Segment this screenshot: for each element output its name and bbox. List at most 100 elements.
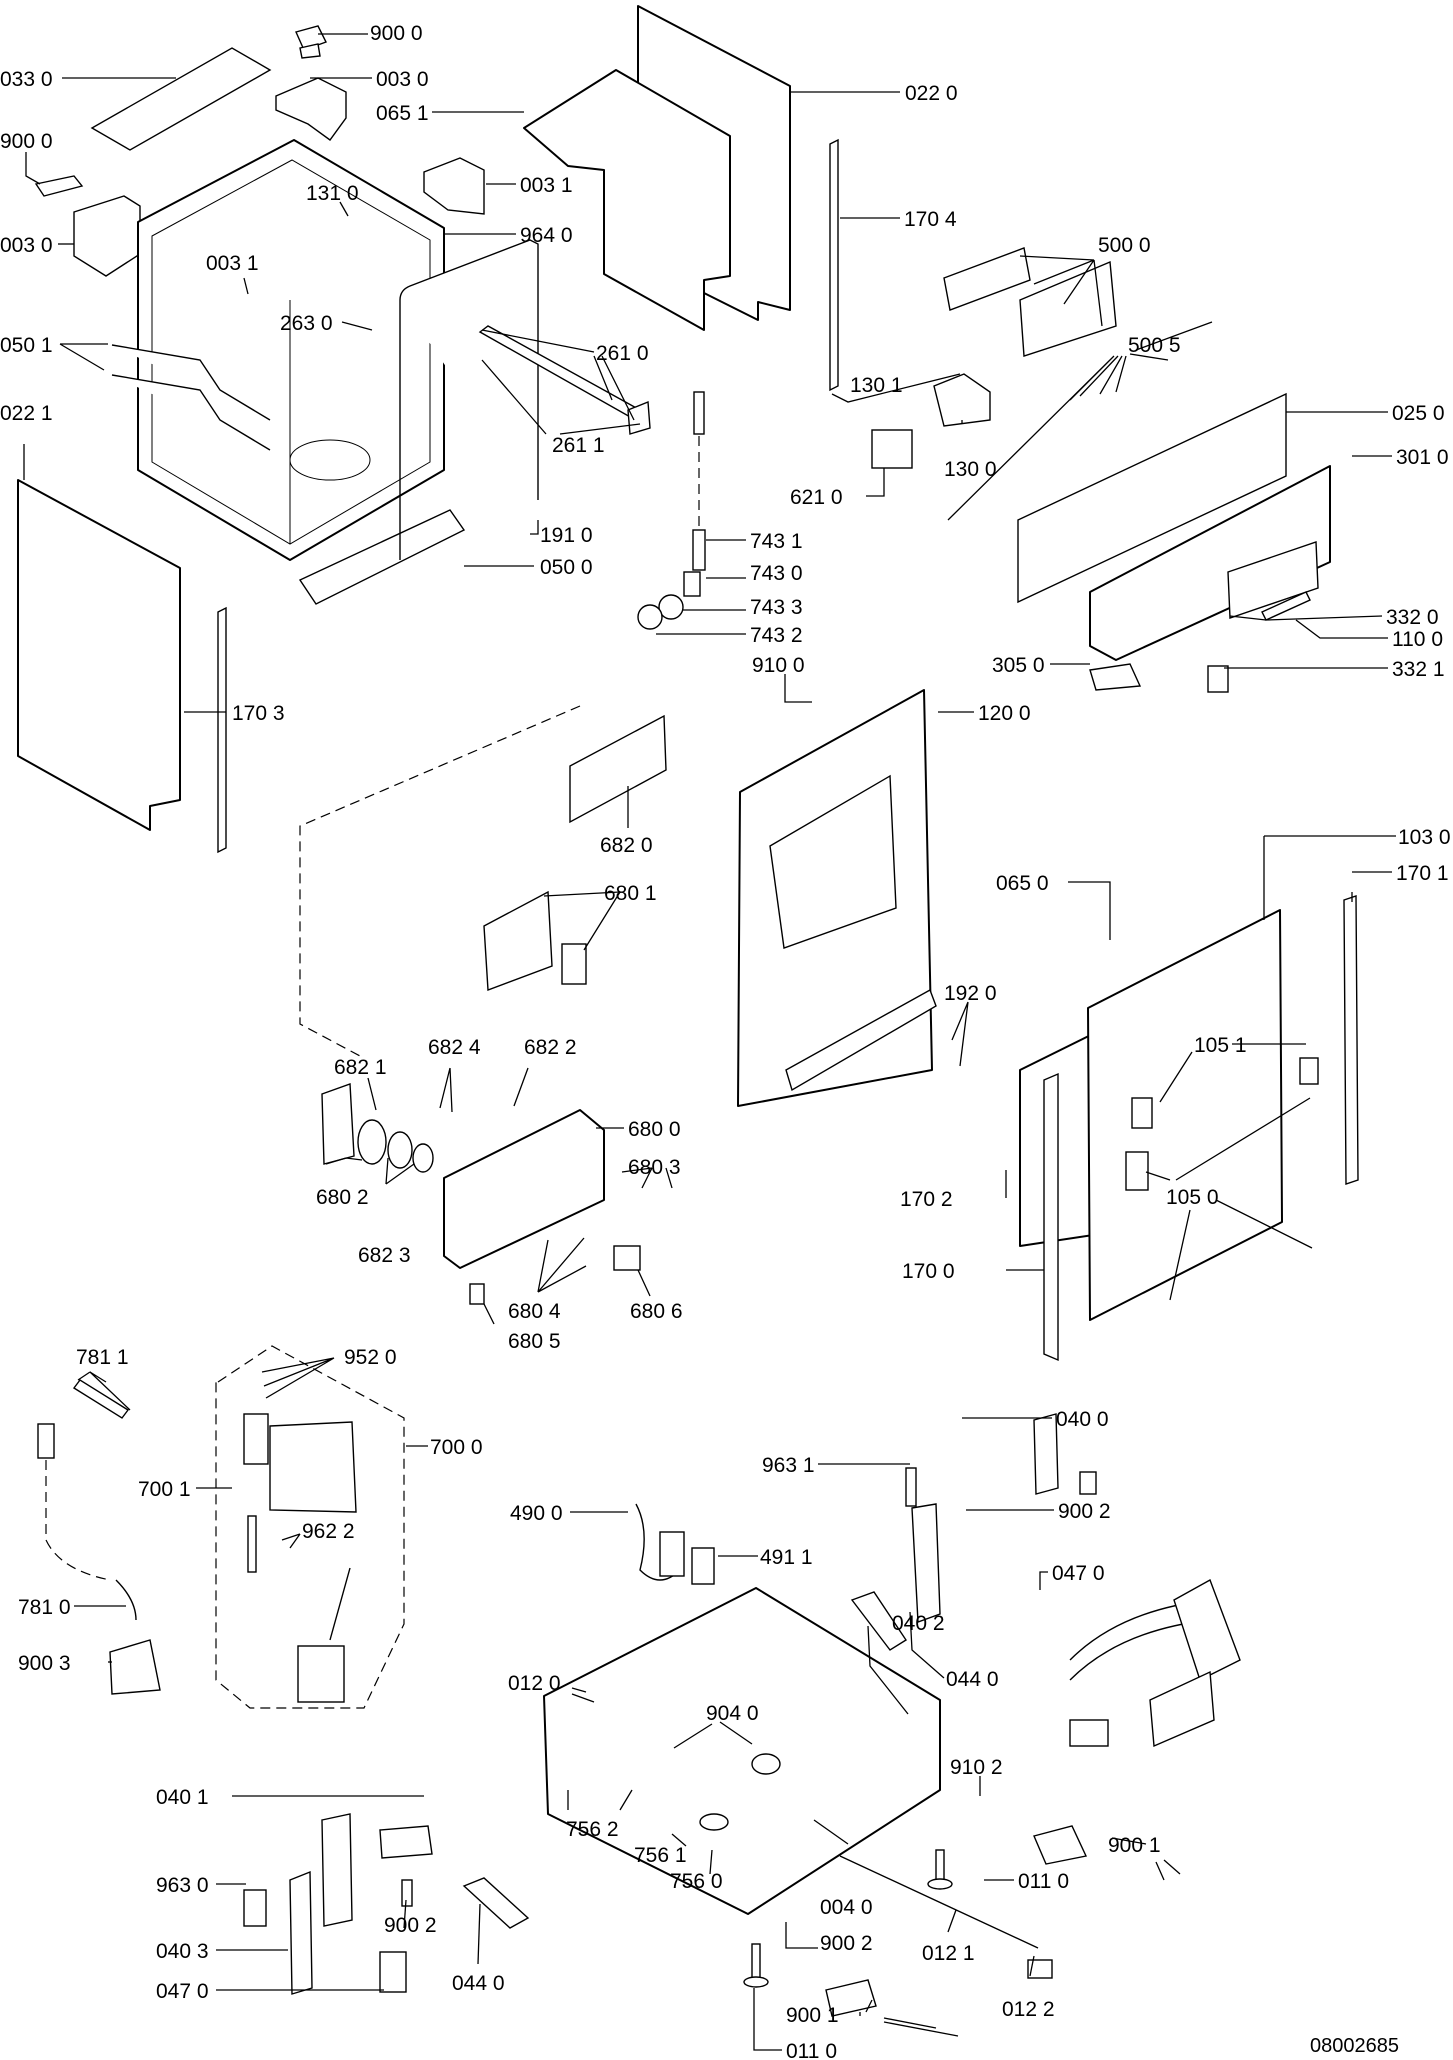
part-label: 263 0 xyxy=(280,312,333,335)
drain-hose xyxy=(37,1379,137,1621)
part-label: 500 0 xyxy=(1098,234,1151,257)
part-label: 305 0 xyxy=(992,654,1045,677)
drain-pump xyxy=(243,1413,357,1703)
part-label: 332 0 xyxy=(1386,606,1439,629)
part-label: 900 0 xyxy=(0,130,53,153)
part-label: 040 1 xyxy=(156,1786,209,1809)
control-panel-frame xyxy=(1017,392,1287,604)
part-label: 332 1 xyxy=(1392,658,1445,681)
tub-body xyxy=(137,139,445,561)
part-label: 192 0 xyxy=(944,982,997,1005)
part-label: 003 1 xyxy=(206,252,259,275)
part-label: 170 4 xyxy=(904,208,957,231)
part-label: 682 0 xyxy=(600,834,653,857)
leader-lines xyxy=(23,33,1396,2051)
part-label: 012 0 xyxy=(508,1672,561,1695)
part-label: 952 0 xyxy=(344,1346,397,1369)
part-label: 120 0 xyxy=(978,702,1031,725)
part-label: 170 3 xyxy=(232,702,285,725)
part-label: 680 3 xyxy=(628,1156,681,1179)
part-label: 962 2 xyxy=(302,1520,355,1543)
door-trim-right xyxy=(1343,895,1359,1185)
part-label: 756 1 xyxy=(634,1844,687,1867)
part-label: 680 6 xyxy=(630,1300,683,1323)
dispenser-frame xyxy=(569,714,667,824)
part-label: 022 1 xyxy=(0,402,53,425)
part-label: 743 3 xyxy=(750,596,803,619)
spring-tensioner-left xyxy=(379,1951,407,1993)
button-set xyxy=(1227,541,1319,619)
trim-strip-left xyxy=(217,606,227,854)
part-label: 003 0 xyxy=(0,234,53,257)
trim-strip-right xyxy=(829,138,839,392)
base-frame xyxy=(543,1587,941,1915)
part-label: 065 1 xyxy=(376,102,429,125)
leveling-rod xyxy=(839,1855,1053,1979)
part-label: 130 1 xyxy=(850,374,903,397)
dispenser-body xyxy=(321,1083,641,1305)
door-spring-bracket-left xyxy=(243,1813,433,1995)
part-label: 044 0 xyxy=(452,1972,505,1995)
part-label: 682 1 xyxy=(334,1056,387,1079)
control-panel-fascia xyxy=(1089,465,1331,661)
part-labels: 900 0 033 0 003 0 065 1 022 0 900 0 131 … xyxy=(0,22,1451,2060)
control-module xyxy=(943,247,1117,357)
part-label: 900 1 xyxy=(786,2004,839,2027)
door-trim-left xyxy=(1043,1072,1059,1362)
panel-feet xyxy=(1089,663,1142,691)
part-label: 044 0 xyxy=(946,1668,999,1691)
part-label: 065 0 xyxy=(996,872,1049,895)
part-label: 012 2 xyxy=(1002,1998,1055,2021)
part-label: 022 0 xyxy=(905,82,958,105)
part-label: 003 1 xyxy=(520,174,573,197)
part-label: 781 0 xyxy=(18,1596,71,1619)
part-label: 011 0 xyxy=(786,2040,837,2060)
part-label: 301 0 xyxy=(1396,446,1449,469)
part-label: 900 1 xyxy=(1108,1834,1161,1857)
part-label: 130 0 xyxy=(944,458,997,481)
part-label: 047 0 xyxy=(156,1980,209,2003)
part-label: 743 1 xyxy=(750,530,803,553)
connector-housing-top xyxy=(275,77,347,141)
display-strip xyxy=(1261,591,1311,621)
inner-door xyxy=(737,689,937,1107)
connector-housing-right xyxy=(423,157,485,215)
heating-element xyxy=(111,344,271,451)
part-label: 743 2 xyxy=(750,624,803,647)
part-label: 964 0 xyxy=(520,224,573,247)
main-switch xyxy=(1207,665,1229,693)
part-label: 621 0 xyxy=(790,486,843,509)
top-cover-strip xyxy=(90,47,272,151)
basket-rail xyxy=(478,325,651,435)
part-label: 682 4 xyxy=(428,1036,481,1059)
part-label: 910 0 xyxy=(752,654,805,677)
part-label: 170 0 xyxy=(902,1260,955,1283)
part-label: 910 2 xyxy=(950,1756,1003,1779)
side-panel-left xyxy=(17,479,181,831)
pressure-switch xyxy=(871,429,913,469)
door-spring-bracket-right xyxy=(905,1413,1097,1623)
part-label: 261 1 xyxy=(552,434,605,457)
part-label: 191 0 xyxy=(540,524,593,547)
door-hinges xyxy=(1125,1057,1319,1191)
part-label: 900 0 xyxy=(370,22,423,45)
part-label: 500 5 xyxy=(1128,334,1181,357)
part-label: 025 0 xyxy=(1392,402,1445,425)
part-label: 050 1 xyxy=(0,334,53,357)
part-label: 680 5 xyxy=(508,1330,561,1353)
part-label: 105 1 xyxy=(1194,1034,1247,1057)
part-label: 900 2 xyxy=(820,1932,873,1955)
hose-bracket xyxy=(109,1639,161,1695)
part-label: 781 1 xyxy=(76,1346,129,1369)
part-label: 682 2 xyxy=(524,1036,577,1059)
part-label: 040 0 xyxy=(1056,1408,1109,1431)
part-label: 900 2 xyxy=(384,1914,437,1937)
bracket-top xyxy=(295,25,327,59)
part-label: 261 0 xyxy=(596,342,649,365)
part-label: 680 0 xyxy=(628,1118,681,1141)
part-label: 003 0 xyxy=(376,68,429,91)
part-label: 680 1 xyxy=(604,882,657,905)
spray-arm-assembly xyxy=(637,391,706,630)
part-label: 004 0 xyxy=(820,1896,873,1919)
